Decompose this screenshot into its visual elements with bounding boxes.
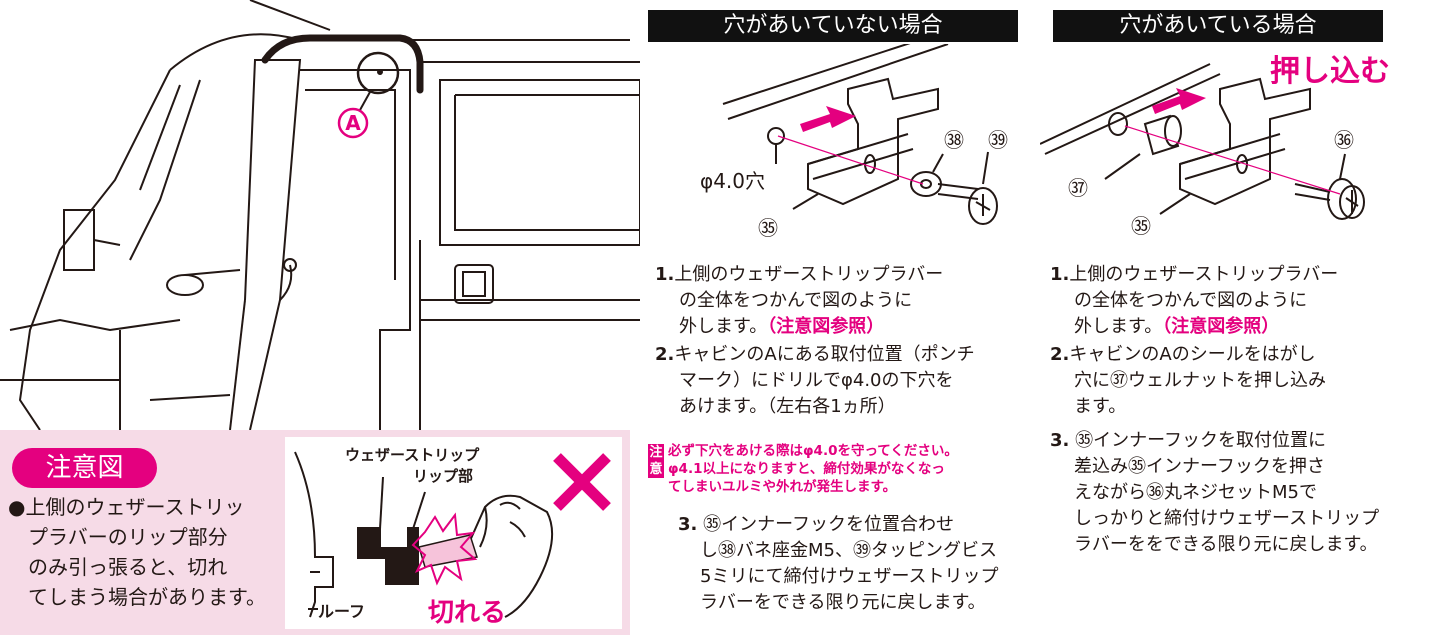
with-hole-step-3: 3. ㉟インナーフックを取付位置に 差込み㉟インナーフックを押さ えながら㊱丸ネ…	[1050, 430, 1380, 555]
label-cut: 切れる	[428, 598, 507, 628]
label-part37: ㊲	[1068, 176, 1088, 200]
hook-install-with-hole-diagram	[1040, 63, 1365, 220]
push-in-label: 押し込む	[1270, 54, 1390, 89]
warning-text: 必ず下穴をあける際はφ4.0を守ってください。 φ4.1以上になりますと、締付効…	[668, 443, 958, 495]
no-hole-step-3: 3. ㉟インナーフックを位置合わせ し㊳バネ座金M5、㊴タッピングビス 5ミリに…	[678, 514, 999, 613]
label-part39: ㊴	[988, 128, 1008, 152]
prohibited-cross-icon	[553, 453, 611, 511]
label-roof: ルーフ	[318, 602, 366, 621]
warning-badge: 注 意	[648, 444, 664, 478]
label-weatherstrip: ウェザーストリップ	[345, 446, 480, 464]
no-hole-step-2: 2.キャビンのAにある取付位置（ポンチ マーク）にドリルでφ4.0の下穴を あけ…	[655, 344, 975, 417]
label-hole-size: φ4.0穴	[700, 169, 765, 193]
caution-title: 注意図	[12, 448, 157, 488]
with-hole-step-1: 1.上側のウェザーストリップラバー の全体をつかんで図のように 外します。（注意…	[1050, 264, 1339, 337]
cab-door-illustration	[0, 0, 640, 430]
label-part38: ㊳	[944, 128, 964, 152]
marker-a-label: A	[345, 111, 361, 135]
label-part36: ㊱	[1334, 128, 1354, 152]
header-no-hole: 穴があいていない場合	[648, 10, 1018, 42]
line-roof	[308, 608, 318, 610]
push-arrow-icon	[800, 106, 856, 132]
lip-pull-warning-diagram	[294, 451, 611, 618]
label-part35-a: ㉟	[758, 216, 778, 240]
hook-install-no-hole-diagram	[722, 44, 998, 225]
label-part35-b: ㉟	[1131, 214, 1151, 238]
caution-text: ●上側のウェザーストリッ プラバーのリップ部分 のみ引っ張ると、切れ てしまう場…	[8, 495, 266, 609]
push-arrow-icon	[1152, 88, 1206, 114]
no-hole-step-1: 1.上側のウェザーストリップラバー の全体をつかんで図のように 外します。（注意…	[655, 264, 944, 337]
label-lip: リップ部	[413, 467, 474, 485]
tear-burst-icon	[411, 512, 478, 586]
marker-a-circle	[337, 107, 369, 139]
with-hole-step-2: 2.キャビンのAのシールをはがし 穴に㊲ウェルナットを押し込み ます。	[1050, 344, 1326, 417]
header-with-hole: 穴があいている場合	[1053, 10, 1383, 42]
